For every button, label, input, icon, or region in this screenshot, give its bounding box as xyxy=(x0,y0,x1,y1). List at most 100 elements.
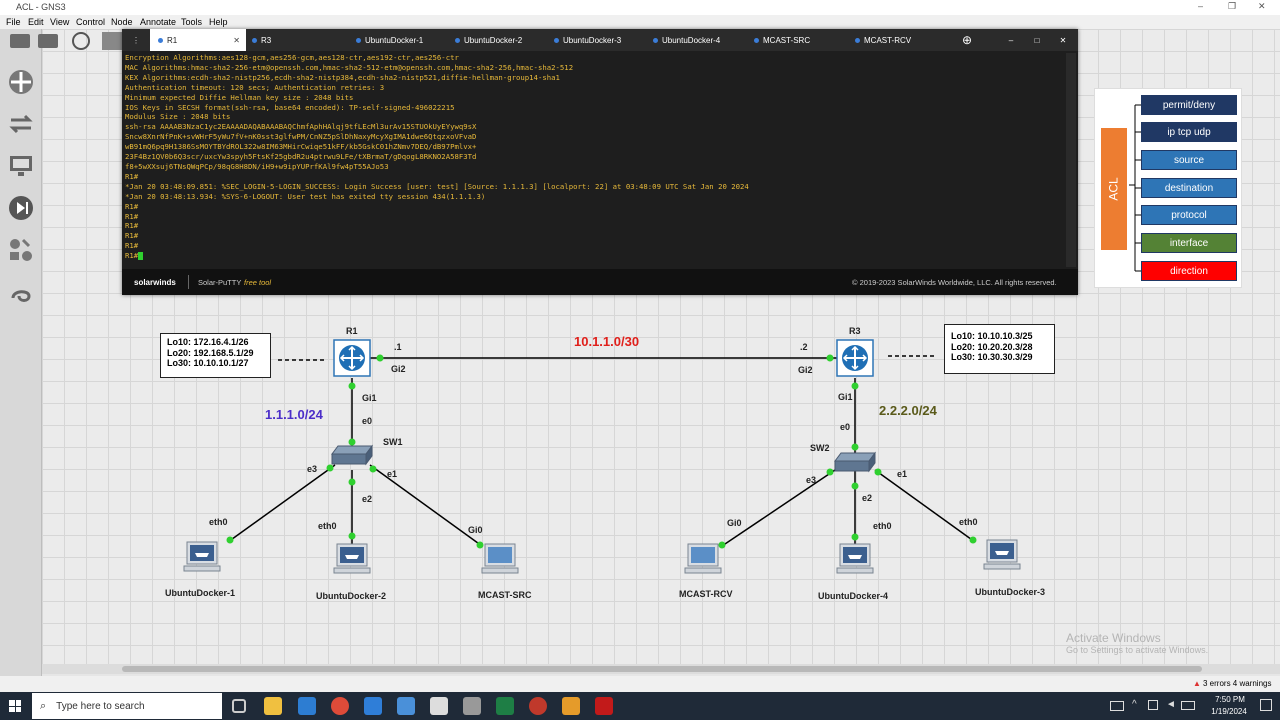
r1-gi2: Gi2 xyxy=(391,364,406,374)
chrome-icon[interactable] xyxy=(331,697,349,715)
menu-edit[interactable]: Edit xyxy=(28,17,44,27)
add-link-icon[interactable] xyxy=(6,277,36,307)
tab-ubuntudocker-4[interactable]: UbuntuDocker-4 xyxy=(653,29,748,51)
chevron-up-icon[interactable]: ^ xyxy=(1132,699,1137,710)
r3-lo20: Lo20: 10.20.20.3/28 xyxy=(951,341,1033,352)
r3-loopbacks-box[interactable]: Lo10: 10.10.10.3/25 Lo20: 10.20.20.3/28 … xyxy=(944,324,1055,374)
taskbar-search[interactable]: ⌕ Type here to search xyxy=(32,693,222,719)
clock-date[interactable]: 1/19/2024 xyxy=(1211,707,1247,716)
status-errors[interactable]: 3 errors 4 warnings xyxy=(1203,679,1272,688)
notifications-icon[interactable] xyxy=(1260,699,1272,711)
all-devices-icon[interactable] xyxy=(6,235,36,265)
battery-icon[interactable] xyxy=(1181,701,1195,710)
ud3-port: eth0 xyxy=(959,517,978,527)
terminal-line: R1# xyxy=(125,251,1065,261)
menu-bar: File Edit View Control Node Annotate Too… xyxy=(0,15,1280,29)
store-icon[interactable] xyxy=(298,697,316,715)
terminal-scrollbar[interactable] xyxy=(1066,53,1076,267)
terminal-output[interactable]: Encryption Algorithms:aes128-gcm,aes256-… xyxy=(125,53,1065,267)
host-ubuntudocker-1[interactable] xyxy=(183,540,221,576)
sw2-e0: e0 xyxy=(840,422,851,432)
switch-sw1[interactable] xyxy=(330,442,375,468)
terminal-line: Encryption Algorithms:aes128-gcm,aes256-… xyxy=(125,53,459,62)
host-ubuntudocker-3[interactable] xyxy=(983,538,1021,574)
putty-minimize-button[interactable]: – xyxy=(1008,35,1014,45)
app-icon[interactable] xyxy=(463,697,481,715)
keyboard-icon[interactable] xyxy=(1110,701,1124,711)
menu-node[interactable]: Node xyxy=(111,17,133,27)
tab-ubuntudocker-2[interactable]: UbuntuDocker-2 xyxy=(455,29,550,51)
minimize-button[interactable]: – xyxy=(1198,1,1204,11)
search-icon: ⌕ xyxy=(40,699,47,712)
switches-icon[interactable] xyxy=(6,109,36,139)
menu-file[interactable]: File xyxy=(6,17,21,27)
network-icon[interactable] xyxy=(1148,700,1158,710)
terminal-icon[interactable] xyxy=(430,697,448,715)
solar-putty-icon[interactable] xyxy=(562,697,580,715)
putty-maximize-button[interactable]: □ xyxy=(1034,35,1040,45)
host-ubuntudocker-4[interactable] xyxy=(836,542,874,578)
host-mcast-rcv[interactable] xyxy=(684,542,722,578)
menu-icon[interactable]: ⋮ xyxy=(132,35,140,45)
acl-interface: interface xyxy=(1141,233,1237,253)
excel-icon[interactable] xyxy=(496,697,514,715)
gns3-icon[interactable] xyxy=(529,697,547,715)
acl-protocol: protocol xyxy=(1141,205,1237,225)
acrobat-icon[interactable] xyxy=(595,697,613,715)
r1-lo30: Lo30: 10.10.10.1/27 xyxy=(167,358,249,368)
tab-r3[interactable]: R3 xyxy=(252,29,347,51)
clock-icon[interactable] xyxy=(72,32,90,50)
terminal-line: R1# xyxy=(125,231,139,241)
acl-direction: direction xyxy=(1141,261,1237,281)
r1-loopbacks-box[interactable]: Lo10: 172.16.4.1/26 Lo20: 192.168.5.1/29… xyxy=(160,333,271,378)
switch-sw2[interactable] xyxy=(833,449,878,475)
terminal-line: *Jan 20 03:48:13.934: %SYS-6-LOGOUT: Use… xyxy=(125,191,486,201)
r1-lo20: Lo20: 192.168.5.1/29 xyxy=(167,347,254,358)
terminal-line: R1# xyxy=(125,211,139,221)
menu-annotate[interactable]: Annotate xyxy=(140,17,177,27)
acl-title-box: ACL xyxy=(1101,128,1127,250)
windows-start-icon[interactable] xyxy=(9,700,21,712)
tab-ubuntudocker-1[interactable]: UbuntuDocker-1 xyxy=(356,29,451,51)
host-mcast-src[interactable] xyxy=(481,542,519,578)
tab-mcast-rcv[interactable]: MCAST-RCV xyxy=(855,29,950,51)
putty-close-button[interactable]: ✕ xyxy=(1059,35,1067,45)
tab-r1[interactable]: R1✕ xyxy=(150,29,246,51)
file-explorer-icon[interactable] xyxy=(264,697,282,715)
router-r3[interactable] xyxy=(836,339,874,377)
status-bar: ▲ 3 errors 4 warnings xyxy=(0,676,1280,692)
tab-ubuntudocker-3[interactable]: UbuntuDocker-3 xyxy=(554,29,649,51)
menu-control[interactable]: Control xyxy=(76,17,106,27)
security-devices-icon[interactable] xyxy=(6,193,36,223)
new-tab-icon[interactable]: ⊕ xyxy=(961,33,973,47)
close-button[interactable]: ✕ xyxy=(1258,1,1266,11)
powershell-icon[interactable] xyxy=(397,697,415,715)
tab-mcast-src[interactable]: MCAST-SRC xyxy=(754,29,849,51)
host-ubuntudocker-2[interactable] xyxy=(333,542,371,578)
terminal-line: MAC Algorithms:hmac-sha2-256-etm@openssh… xyxy=(125,62,574,72)
maximize-button[interactable]: ❐ xyxy=(1228,1,1237,11)
end-devices-icon[interactable] xyxy=(6,151,36,181)
menu-help[interactable]: Help xyxy=(209,17,228,27)
menu-view[interactable]: View xyxy=(50,17,70,27)
sw1-e3: e3 xyxy=(307,464,318,474)
router-r1[interactable] xyxy=(333,339,371,377)
acl-ip-tcp-udp: ip tcp udp xyxy=(1141,122,1237,142)
menu-tools[interactable]: Tools xyxy=(181,17,203,27)
terminal-line: R1# xyxy=(125,201,139,211)
ud2-name: UbuntuDocker-2 xyxy=(316,591,387,601)
task-view-icon[interactable] xyxy=(232,699,246,713)
clock-time[interactable]: 7:50 PM xyxy=(1215,695,1245,704)
solarwinds-logo: solarwinds xyxy=(134,278,176,287)
volume-icon[interactable]: ◄ xyxy=(1166,699,1176,710)
screenshot-icon[interactable] xyxy=(102,32,122,50)
folder-icon[interactable] xyxy=(38,34,58,48)
canvas-hscrollbar[interactable] xyxy=(42,664,1280,674)
solar-putty-window: ⋮ R1✕ R3 UbuntuDocker-1 UbuntuDocker-2 U… xyxy=(122,29,1078,295)
scroll-thumb[interactable] xyxy=(122,666,1202,672)
open-folder-icon[interactable] xyxy=(10,34,30,48)
sw1-e0: e0 xyxy=(362,416,373,426)
copyright: © 2019-2023 SolarWinds Worldwide, LLC. A… xyxy=(852,278,1057,287)
vscode-icon[interactable] xyxy=(364,697,382,715)
routers-icon[interactable] xyxy=(6,67,36,97)
